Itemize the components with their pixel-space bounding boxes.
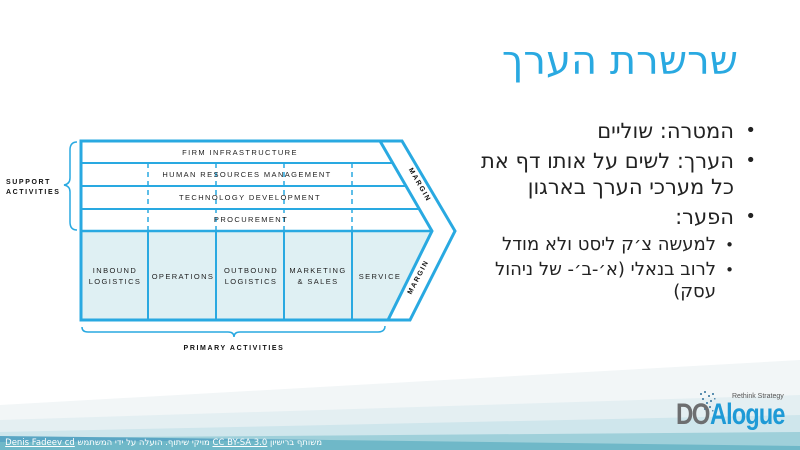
primary-area bbox=[81, 231, 432, 320]
doalogue-logo: Rethink Strategy DO Alogue bbox=[676, 391, 796, 443]
col-marketing-1: MARKETING bbox=[289, 266, 346, 275]
primary-label: PRIMARY ACTIVITIES bbox=[184, 345, 285, 352]
col-inbound-2: LOGISTICS bbox=[89, 277, 142, 286]
support-dividers bbox=[147, 163, 353, 231]
primary-dividers bbox=[147, 231, 353, 320]
row-technology-development: TECHNOLOGY DEVELOPMENT bbox=[179, 193, 321, 202]
sub-bullet-checklist: למעשה צ׳ק ליסט ולא מודל bbox=[460, 234, 760, 256]
support-label-1: SUPPORT bbox=[6, 179, 51, 186]
primary-brace bbox=[81, 325, 386, 338]
logo-do: DO bbox=[676, 398, 710, 431]
bullet-goal: המטרה: שוליים bbox=[460, 118, 760, 144]
support-brace bbox=[63, 141, 78, 231]
bullet-gap: הפער: bbox=[460, 204, 760, 230]
bullet-value: הערך: לשים על אותו דף את כל מערכי הערך ב… bbox=[460, 148, 760, 200]
col-outbound-1: OUTBOUND bbox=[224, 266, 278, 275]
col-outbound-2: LOGISTICS bbox=[225, 277, 278, 286]
bullet-list: המטרה: שוליים הערך: לשים על אותו דף את כ… bbox=[460, 118, 760, 306]
row-procurement: PROCUREMENT bbox=[214, 215, 288, 224]
user-link[interactable]: Denis Fadeev cd bbox=[5, 438, 75, 448]
slide-title: שרשרת הערך bbox=[501, 38, 738, 84]
support-label-2: ACTIVITIES bbox=[6, 189, 61, 196]
col-service: SERVICE bbox=[359, 272, 402, 281]
logo-dots-icon bbox=[700, 391, 716, 412]
row-firm-infrastructure: FIRM INFRASTRUCTURE bbox=[182, 148, 298, 157]
sub-bullet-banal: לרוב בנאלי (א׳-ב׳- של ניהול עסק) bbox=[460, 259, 760, 303]
margin-band bbox=[380, 139, 457, 322]
col-inbound-1: INBOUND bbox=[93, 266, 137, 275]
row-human-resources: HUMAN RESOURCES MANAGEMENT bbox=[162, 170, 331, 179]
inner-frame bbox=[79, 139, 434, 322]
col-marketing-2: & SALES bbox=[297, 277, 338, 286]
footer-middle: מויקי שיתוף. הועלה על ידי המשתמש bbox=[74, 438, 213, 448]
attribution-footer: משותף ברישיון CC BY-SA 3.0 מויקי שיתוף. … bbox=[0, 436, 330, 450]
footer-prefix: משותף ברישיון bbox=[267, 438, 322, 448]
logo-tagline: Rethink Strategy bbox=[732, 393, 784, 400]
logo-alogue: Alogue bbox=[710, 398, 785, 431]
col-operations: OPERATIONS bbox=[152, 272, 215, 281]
license-link[interactable]: CC BY-SA 3.0 bbox=[212, 438, 268, 448]
